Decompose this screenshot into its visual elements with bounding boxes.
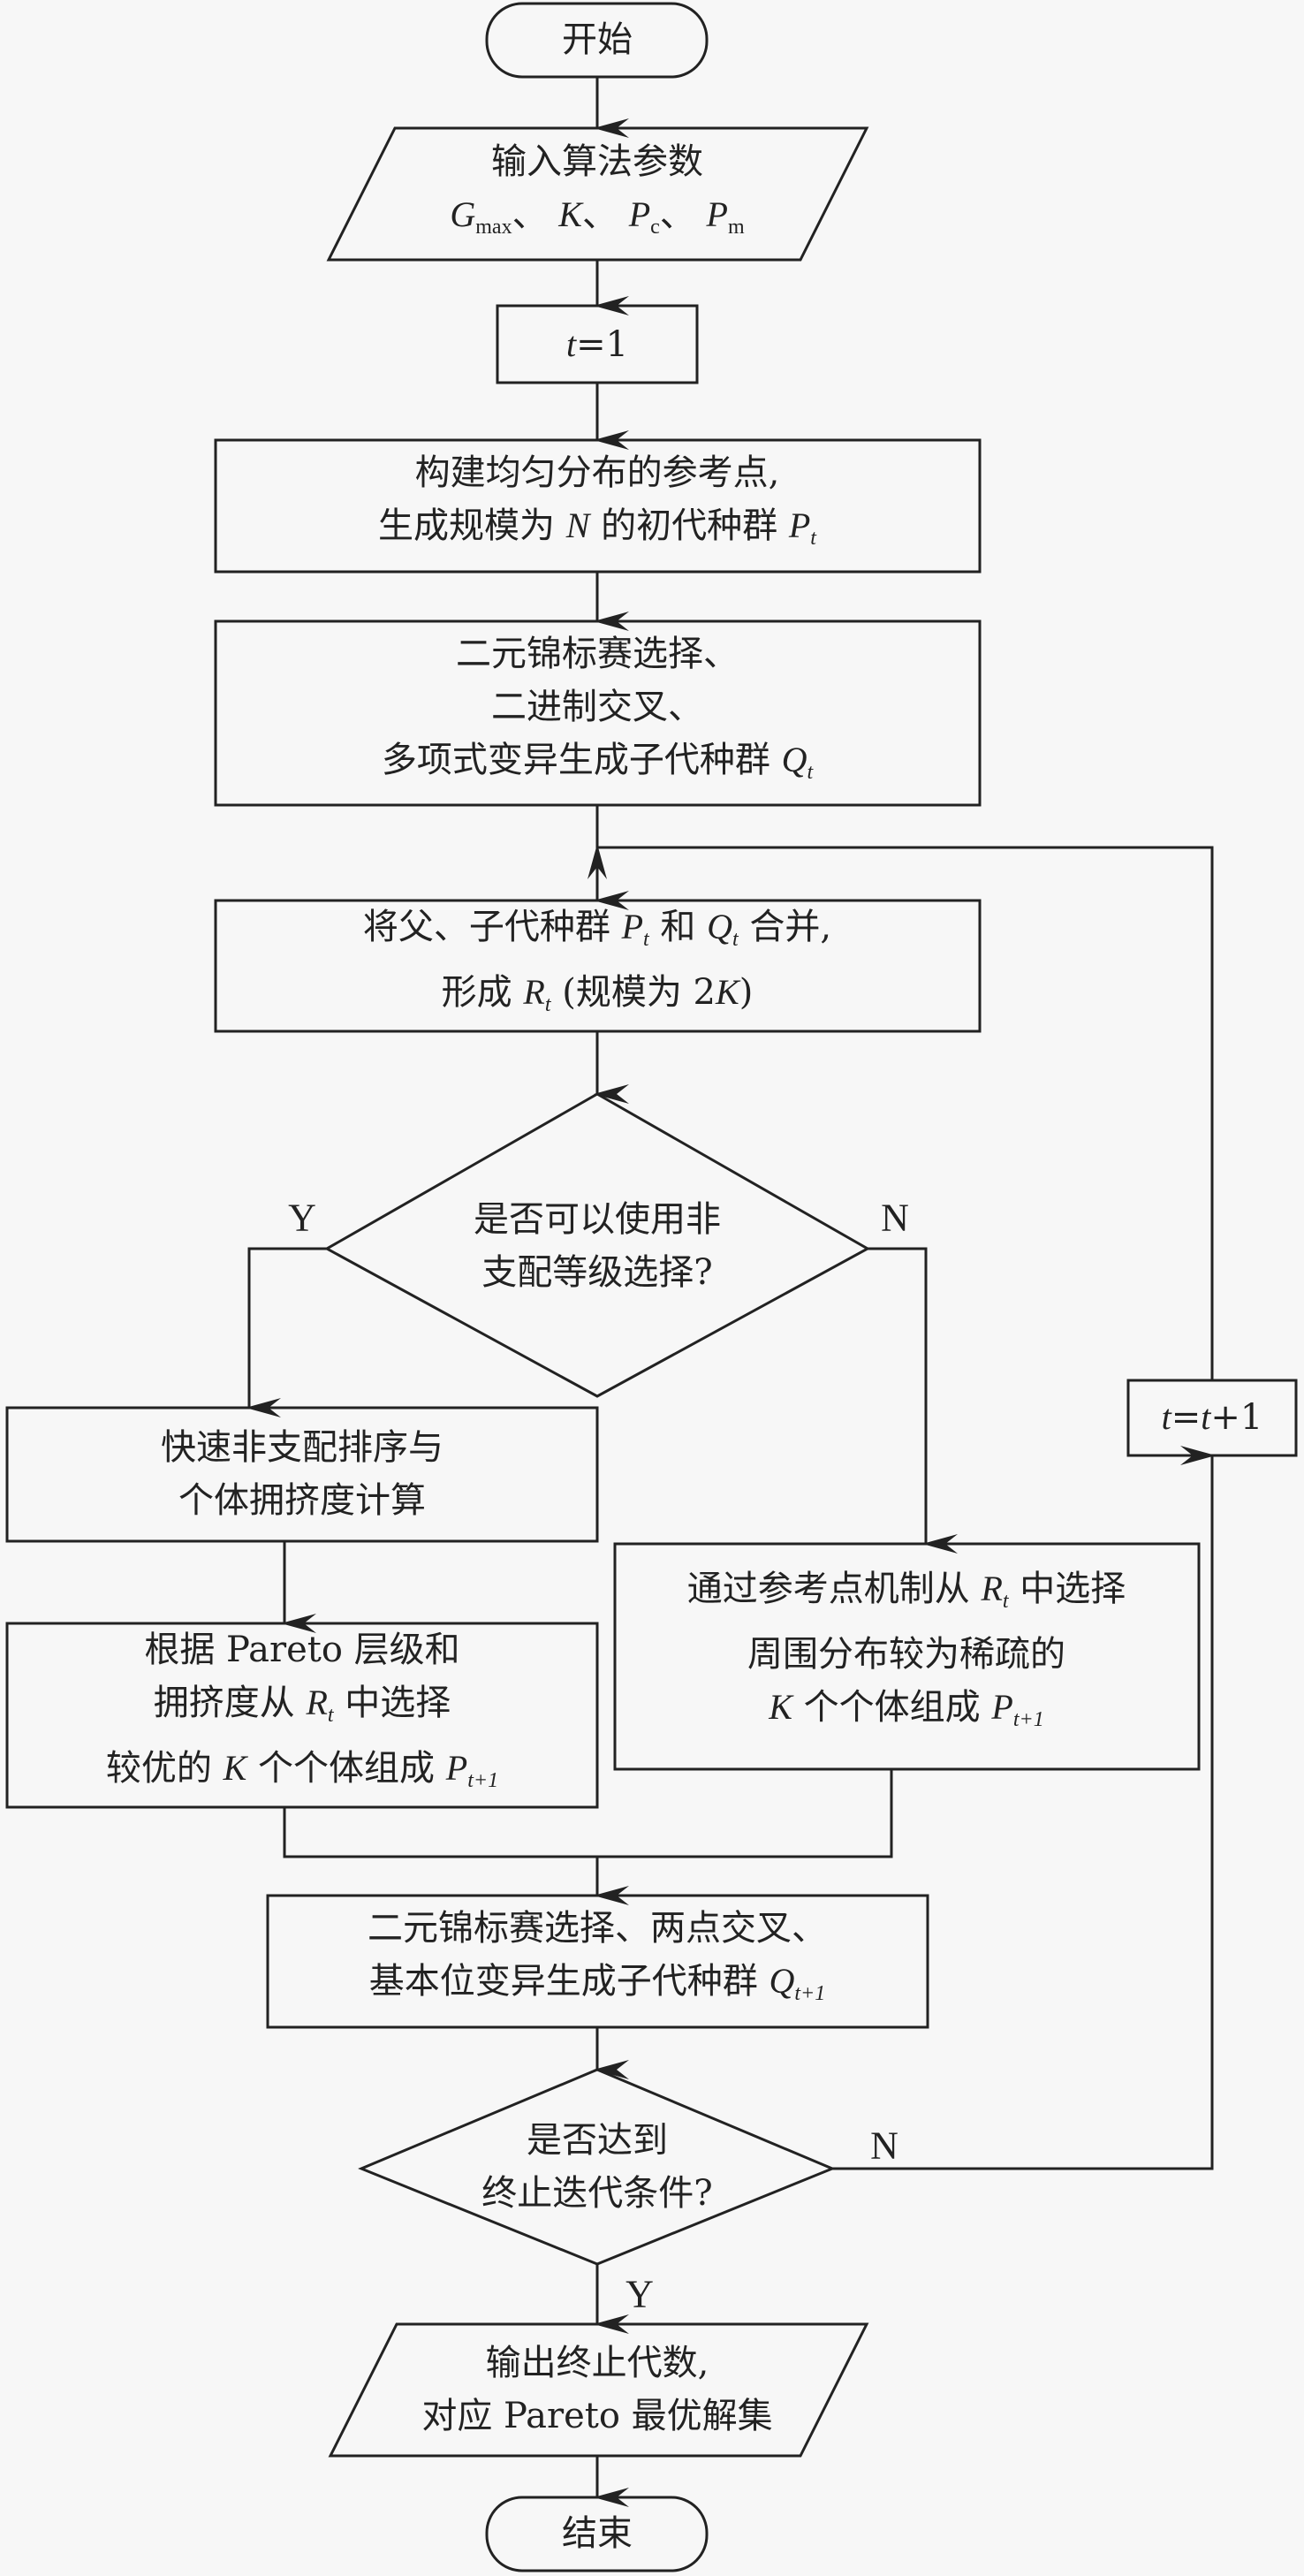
gen-offspring-label: 二元锦标赛选择、 二进制交叉、 多项式变异生成子代种群 Qt	[381, 634, 814, 784]
decision1-diamond	[323, 1092, 871, 1398]
gen-offspring-box	[214, 619, 982, 807]
decision2-no-label: N	[870, 2124, 898, 2168]
ref-select-box	[613, 1542, 1201, 1771]
merge-label: 将父、子代种群 Pt 和 Qt 合并, 形成 Rt (规模为 2K)	[362, 907, 832, 1016]
gen-offspring2-box	[266, 1894, 929, 2029]
output-label: 输出终止代数, 对应 Pareto 最优解集	[421, 2343, 773, 2436]
gen-offspring2-label: 二元锦标赛选择、两点交叉、 基本位变异生成子代种群 Qt+1	[368, 1908, 827, 2005]
fast-sort-label: 快速非支配排序与 个体拥挤度计算	[161, 1427, 444, 1521]
input-parallelogram	[326, 126, 869, 262]
start-label: 开始	[562, 19, 633, 60]
input-label: 输入算法参数 Gmax、 K、 Pc、 Pm	[450, 135, 744, 254]
end-label: 结束	[562, 2513, 633, 2554]
decision1-no-label: N	[881, 1196, 909, 1240]
pareto-select-box	[5, 1622, 599, 1809]
incr-t-label: t=t+1	[1161, 1397, 1263, 1438]
decision2-yes-label: Y	[625, 2272, 654, 2316]
decision2-label: 是否达到 终止迭代条件?	[481, 2120, 713, 2214]
output-parallelogram	[328, 2322, 869, 2458]
line-pareto-merge	[283, 1769, 893, 1858]
ref-select-label: 通过参考点机制从 Rt 中选择 周围分布较为稀疏的 K 个个体组成 Pt+1	[686, 1569, 1126, 1731]
arrow-decision1-no	[868, 1247, 958, 1554]
build-ref-label: 构建均匀分布的参考点, 生成规模为 N 的初代种群 Pt	[378, 452, 816, 550]
decision1-yes-label: Y	[288, 1196, 316, 1240]
arrow-decision1-yes	[246, 1247, 327, 1417]
arrow-loop-back	[588, 844, 1214, 1380]
arrow-decision2-no	[832, 1446, 1216, 2170]
fast-sort-box	[5, 1406, 599, 1543]
input-params: Gmax、 K、 Pc、 Pm	[450, 194, 745, 239]
input-line1: 输入算法参数	[490, 141, 703, 182]
init-t-label: t=1	[565, 324, 629, 365]
pareto-select-label: 根据 Pareto 层级和 拥挤度从 Rt 中选择 较优的 K 个个体组成 Pt…	[105, 1630, 499, 1792]
decision1-label: 是否可以使用非 支配等级选择?	[474, 1199, 721, 1293]
